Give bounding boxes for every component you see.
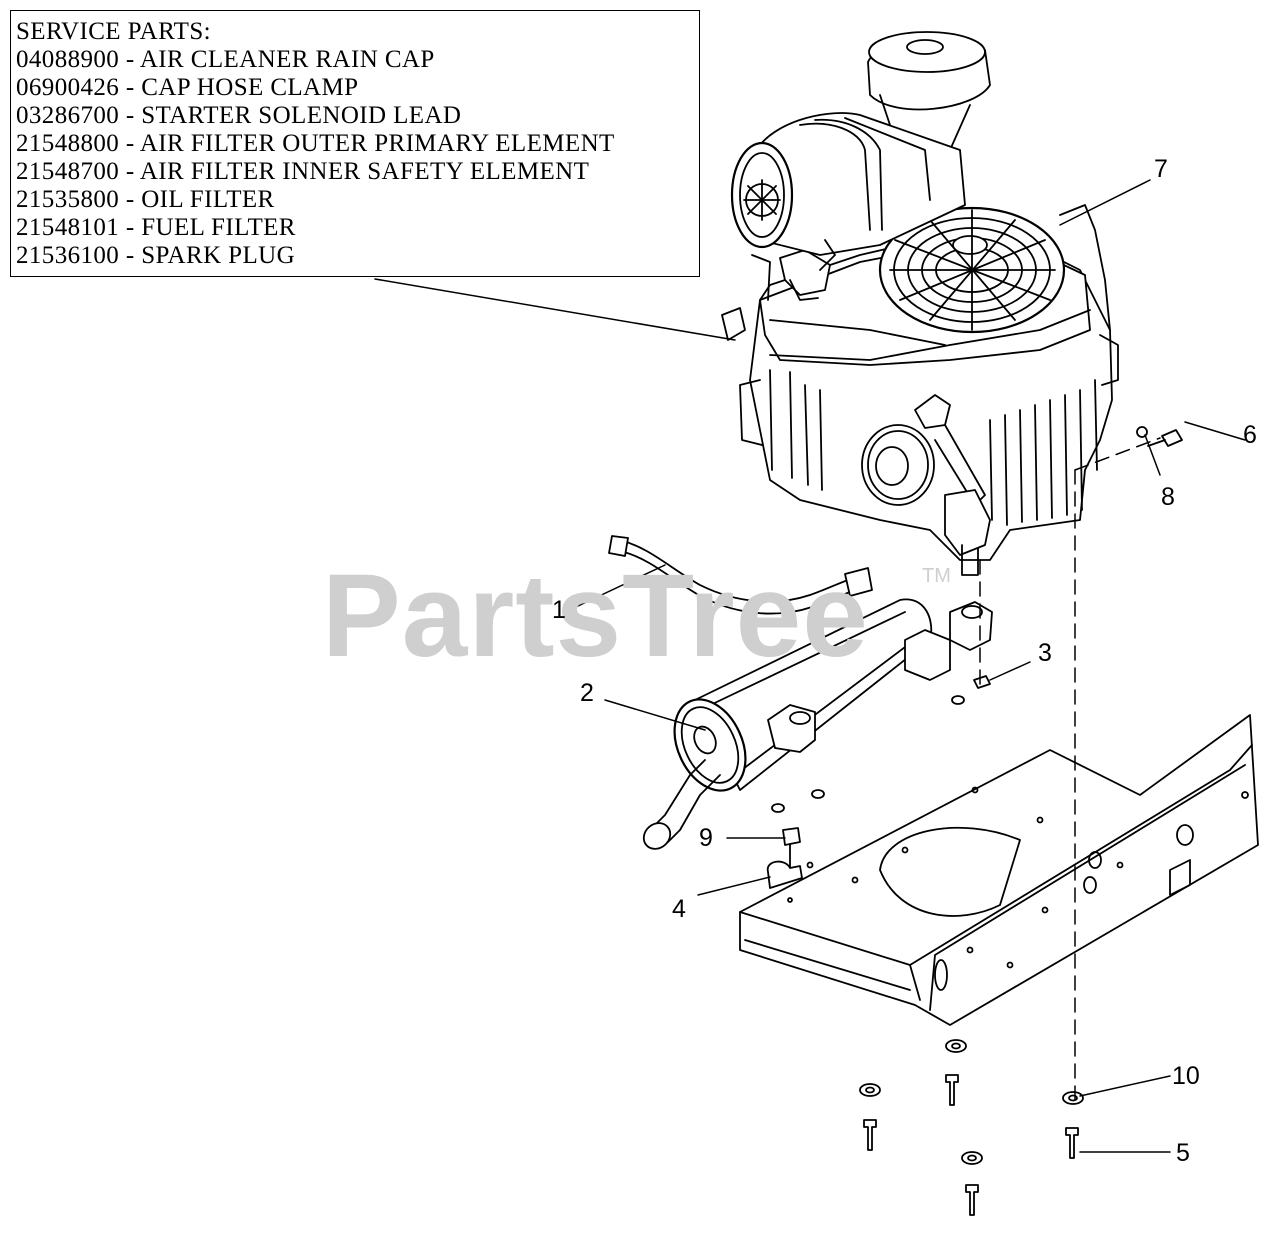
service-part-line: 21548700 - AIR FILTER INNER SAFETY ELEME… bbox=[16, 158, 590, 185]
trademark-mark: TM bbox=[922, 565, 951, 587]
air-cleaner-assembly bbox=[730, 31, 991, 271]
partstree-watermark: PartsTree bbox=[322, 550, 869, 682]
callout-4[interactable]: 4 bbox=[672, 895, 686, 923]
callout-3[interactable]: 3 bbox=[1038, 639, 1052, 667]
hardware bbox=[766, 426, 1183, 1216]
hose-part-1 bbox=[608, 535, 873, 615]
muffler-part-2 bbox=[642, 598, 993, 850]
engine-mounting-frame bbox=[739, 714, 1259, 1026]
callout-1[interactable]: 1 bbox=[552, 596, 566, 624]
service-part-line: 21535800 - OIL FILTER bbox=[16, 186, 275, 213]
callout-9[interactable]: 9 bbox=[699, 824, 713, 852]
service-part-line: 06900426 - CAP HOSE CLAMP bbox=[16, 74, 359, 101]
service-parts-box: SERVICE PARTS: 04088900 - AIR CLEANER RA… bbox=[10, 10, 700, 277]
engine-assembly bbox=[721, 204, 1119, 576]
service-part-line: 04088900 - AIR CLEANER RAIN CAP bbox=[16, 46, 435, 73]
assembly-centerlines bbox=[979, 437, 1161, 1101]
callout-6[interactable]: 6 bbox=[1243, 421, 1257, 449]
callout-8[interactable]: 8 bbox=[1161, 483, 1175, 511]
service-part-line: 21536100 - SPARK PLUG bbox=[16, 242, 296, 269]
callout-10[interactable]: 10 bbox=[1172, 1062, 1200, 1090]
leader-lines bbox=[374, 179, 1246, 1153]
service-part-line: 21548800 - AIR FILTER OUTER PRIMARY ELEM… bbox=[16, 130, 615, 157]
callout-7[interactable]: 7 bbox=[1154, 155, 1168, 183]
service-part-line: 03286700 - STARTER SOLENOID LEAD bbox=[16, 102, 462, 129]
callout-2[interactable]: 2 bbox=[580, 679, 594, 707]
callout-5[interactable]: 5 bbox=[1176, 1139, 1190, 1167]
service-part-line: 21548101 - FUEL FILTER bbox=[16, 214, 296, 241]
service-parts-title: SERVICE PARTS: bbox=[16, 18, 211, 45]
